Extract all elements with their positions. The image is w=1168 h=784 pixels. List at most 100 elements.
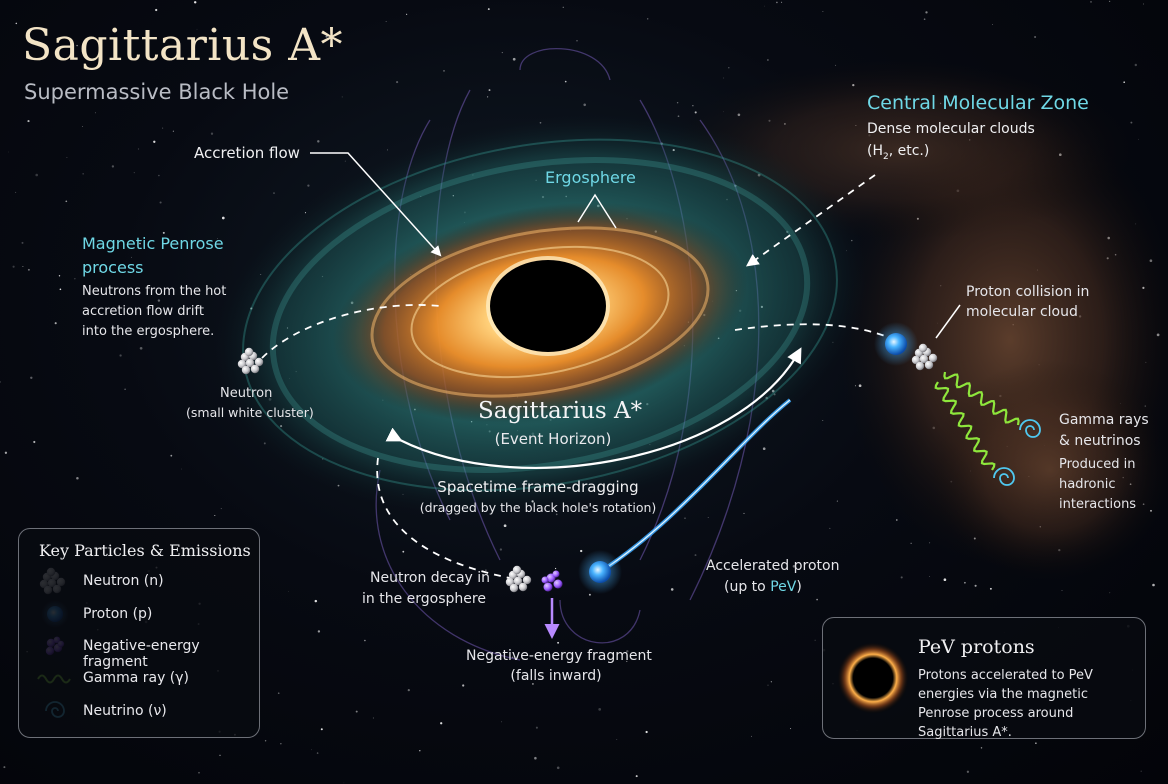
star (317, 630, 321, 633)
star (325, 35, 328, 38)
star (217, 238, 218, 239)
star (311, 749, 312, 751)
star (316, 752, 319, 754)
gamma-label-3: Produced in (1059, 457, 1136, 472)
star (562, 6, 564, 8)
star (557, 641, 560, 644)
neutron-label: Neutron (220, 386, 273, 401)
star (3, 766, 6, 769)
star (829, 527, 831, 529)
star (15, 191, 17, 193)
star (162, 231, 165, 234)
star (511, 656, 514, 659)
neutron-decay-label-2: in the ergosphere (362, 591, 486, 607)
star (966, 770, 970, 773)
star (22, 266, 24, 267)
pev-protons-panel: PeV protons Protons accelerated to PeV e… (822, 617, 1146, 740)
star (895, 519, 898, 521)
star (317, 140, 320, 143)
star (94, 112, 96, 114)
star (193, 1, 197, 4)
penrose-desc-line-2: accretion flow drift (82, 304, 204, 319)
star (564, 80, 567, 83)
star (355, 710, 358, 713)
neutron-decay-label-1: Neutron decay in (370, 570, 491, 586)
star (1123, 81, 1126, 84)
star (626, 650, 629, 653)
pev-protons-text: Protons accelerated to PeV energies via … (918, 668, 1093, 740)
star (499, 548, 503, 551)
legend-title: Key Particles & Emissions (39, 541, 251, 560)
star (153, 140, 156, 143)
star (923, 18, 926, 21)
star (170, 454, 173, 457)
star (501, 52, 503, 54)
star (277, 692, 280, 695)
decaying-neutron (506, 566, 531, 592)
star (816, 598, 818, 601)
event-horizon-sublabel: (Event Horizon) (494, 430, 612, 448)
legend-item-gamma: Gamma ray (γ) (83, 670, 189, 686)
star (929, 576, 930, 578)
pev-protons-title: PeV protons (918, 636, 1035, 658)
star (82, 126, 83, 127)
star (76, 476, 79, 480)
star (836, 500, 838, 502)
cmz-title: Central Molecular Zone (867, 92, 1089, 114)
star (280, 743, 282, 745)
star (76, 44, 78, 47)
star (767, 59, 769, 61)
molecular-cloud (670, 60, 1168, 580)
colliding-proton (874, 322, 918, 366)
frame-dragging-arrow (385, 347, 802, 469)
star (534, 756, 537, 760)
star (485, 569, 487, 571)
star (314, 599, 318, 603)
accelerated-proton-trail-core (599, 399, 791, 573)
star (974, 584, 977, 587)
star (273, 192, 275, 194)
star (555, 513, 558, 516)
star (66, 156, 68, 158)
star (219, 754, 221, 756)
neutrino-spiral-2 (993, 467, 1015, 486)
legend-item-label: Negative-energy fragment (83, 638, 200, 670)
star (4, 451, 8, 454)
legend-item-label: Proton (p) (83, 606, 153, 622)
star (1152, 583, 1155, 587)
star (645, 730, 648, 734)
star (155, 8, 158, 12)
gamma-label-1: Gamma rays (1059, 412, 1149, 428)
star (555, 567, 557, 570)
star (157, 299, 161, 302)
neutron-sublabel: (small white cluster) (186, 405, 314, 420)
star (1108, 0, 1111, 3)
star (728, 66, 730, 69)
star (1035, 742, 1037, 744)
star (440, 722, 443, 725)
frame-dragging-sublabel: (dragged by the black hole's rotation) (419, 500, 657, 515)
star (33, 440, 36, 444)
star (131, 256, 133, 258)
legend-item-label: Neutrino (ν) (83, 703, 167, 719)
star (364, 639, 366, 642)
legend-item-neutron: Neutron (n) (83, 573, 164, 589)
negative-fragment-sublabel: (falls inward) (510, 668, 602, 684)
gamma-label-4: hadronic (1059, 477, 1116, 492)
star (781, 1, 783, 3)
star (694, 554, 697, 557)
star (535, 726, 538, 729)
legend-item-proton: Proton (p) (83, 606, 152, 622)
star (792, 564, 796, 568)
star (320, 728, 323, 731)
star (616, 739, 618, 740)
gamma-label-2: & neutrinos (1059, 433, 1141, 449)
star (35, 173, 38, 177)
gamma-ray-wave-2 (934, 381, 996, 471)
star (576, 40, 578, 42)
star (677, 115, 680, 118)
star (58, 275, 61, 277)
star (27, 120, 30, 123)
star (989, 587, 992, 590)
star (764, 5, 765, 7)
